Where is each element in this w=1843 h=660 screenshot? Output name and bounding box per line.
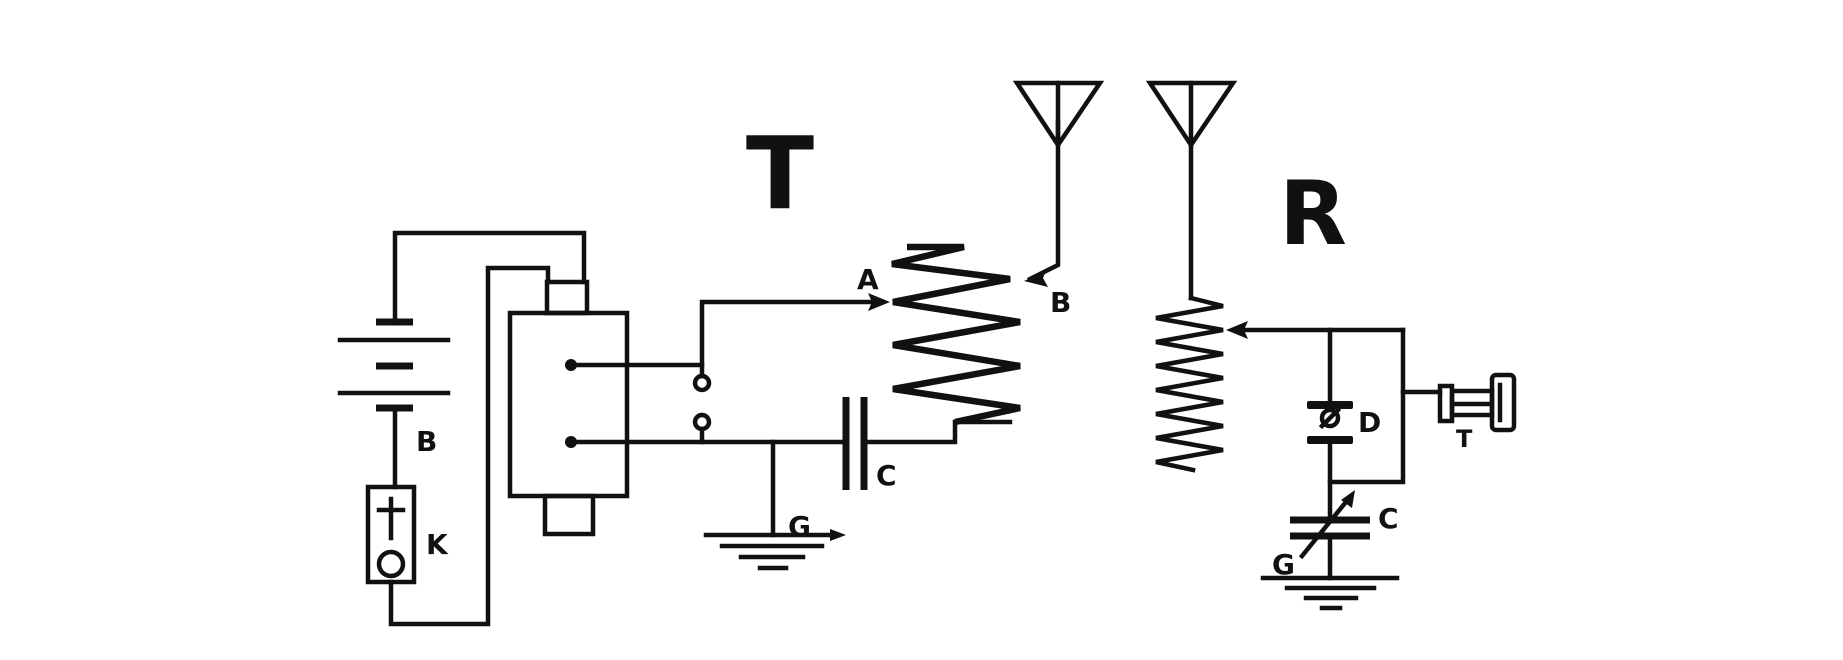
transmitter-ground bbox=[703, 439, 846, 571]
spark-gap bbox=[568, 299, 884, 445]
transmitter-capacitor bbox=[842, 397, 1013, 490]
key-label: K bbox=[426, 528, 449, 561]
transmitter-primary-wiring bbox=[388, 230, 587, 627]
coil-tap-b-label: B bbox=[1050, 286, 1071, 319]
battery-label: B bbox=[416, 425, 437, 458]
receiver-tuning-coil bbox=[1155, 295, 1224, 473]
transmitter-oscillation-coil bbox=[891, 243, 1021, 426]
variable-capacitor bbox=[1290, 490, 1370, 560]
receiver-wiring bbox=[1226, 321, 1443, 581]
crystal-detector bbox=[1307, 401, 1353, 444]
receiver-heading: R bbox=[1279, 162, 1347, 265]
transmitter-heading: T bbox=[746, 115, 814, 232]
battery-symbol bbox=[337, 318, 451, 412]
transmitter-antenna-lead bbox=[1024, 119, 1061, 287]
transmitter-capacitor-label: C bbox=[876, 459, 897, 492]
detector-label: D bbox=[1358, 406, 1381, 439]
telephone-label: T bbox=[1456, 425, 1473, 453]
telephone-receiver-icon bbox=[1437, 372, 1517, 433]
receiver-capacitor-label: C bbox=[1378, 502, 1399, 535]
transmitter-ground-label: G bbox=[788, 510, 811, 543]
telegraph-key-symbol bbox=[365, 484, 417, 585]
tap-a-arrow bbox=[868, 293, 890, 311]
coil-tap-a-label: A bbox=[857, 263, 879, 296]
induction-coil bbox=[507, 279, 630, 537]
receiver-ground-label: G bbox=[1272, 548, 1295, 581]
receiver-antenna-icon bbox=[1145, 80, 1238, 301]
transmitter-antenna-icon bbox=[1012, 80, 1105, 150]
receiver-ground bbox=[1260, 575, 1400, 611]
